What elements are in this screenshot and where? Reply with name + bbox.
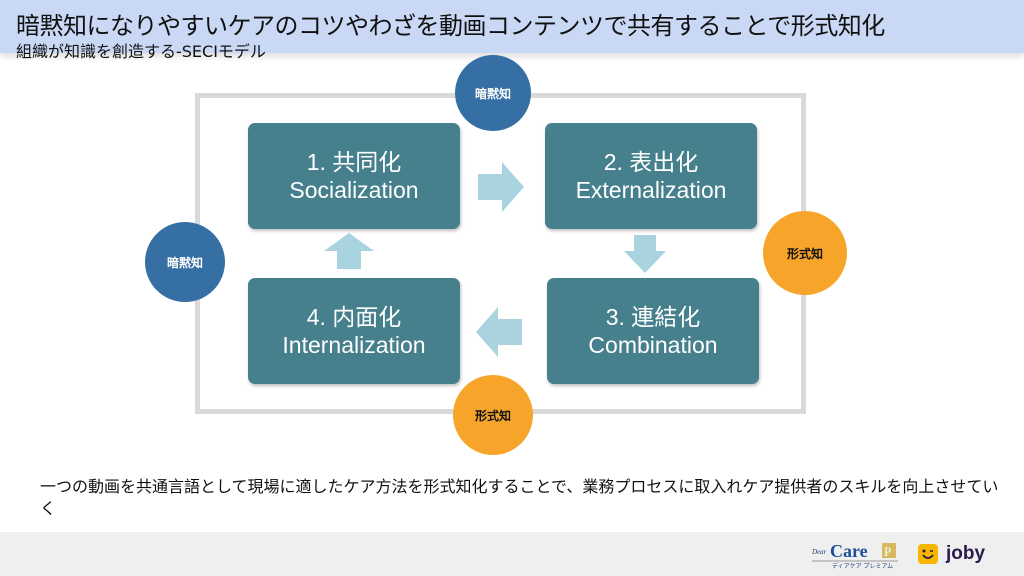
header-band: 暗黙知になりやすいケアのコツやわざを動画コンテンツで共有することで形式知化 組織…	[0, 0, 1024, 61]
box-label: Combination	[588, 332, 718, 358]
tacit-knowledge-circle-left: 暗黙知	[145, 222, 225, 302]
joby-smile-icon	[918, 544, 938, 564]
page-title: 暗黙知になりやすいケアのコツやわざを動画コンテンツで共有することで形式知化	[16, 12, 885, 40]
box-label: Internalization	[282, 332, 426, 358]
svg-text:ディアケア プレミアム: ディアケア プレミアム	[832, 562, 893, 570]
explicit-knowledge-circle-right: 形式知	[763, 211, 847, 295]
arrow-left-icon	[476, 307, 522, 357]
box-label: Socialization	[289, 177, 419, 203]
arrow-down-icon	[624, 235, 666, 273]
joby-logo: joby	[918, 543, 985, 565]
arrow-right-icon	[478, 162, 524, 212]
explicit-knowledge-circle-bottom: 形式知	[453, 375, 533, 455]
svg-text:P: P	[884, 544, 891, 559]
box-number: 3. 連結化	[605, 304, 701, 330]
arrow-up-icon	[324, 233, 374, 269]
joby-wordmark: joby	[946, 543, 986, 564]
footer-band	[0, 532, 1024, 576]
box-number: 2. 表出化	[603, 149, 699, 175]
dearcare-premium-logo: Dear Care P ディアケア プレミアム	[811, 541, 898, 570]
box-number: 1. 共同化	[306, 149, 402, 175]
svg-text:Care: Care	[830, 541, 868, 561]
description-text: 一つの動画を共通言語として現場に適したケア方法を形式知化することで、業務プロセス…	[40, 477, 999, 518]
box-number: 4. 内面化	[306, 304, 402, 330]
svg-text:Dear: Dear	[811, 548, 827, 556]
box-label: Externalization	[575, 177, 727, 203]
page-subtitle: 組織が知識を創造する-SECIモデル	[16, 42, 266, 61]
tacit-knowledge-circle-top: 暗黙知	[455, 55, 531, 131]
